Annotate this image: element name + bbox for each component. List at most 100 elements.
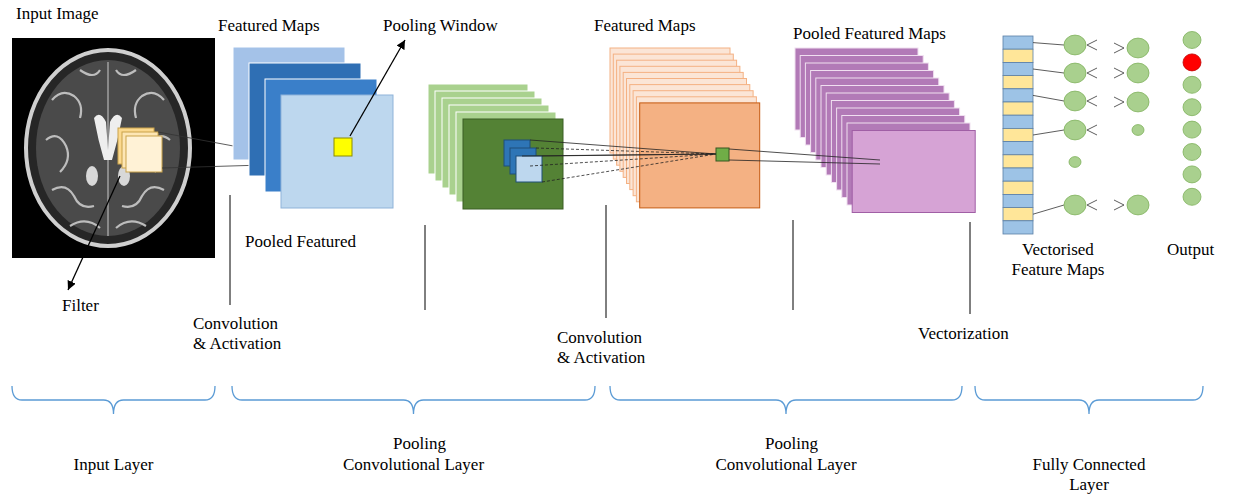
vector-cell bbox=[1003, 36, 1033, 49]
neuron bbox=[1064, 120, 1086, 140]
fan-out-mark bbox=[1087, 96, 1097, 106]
section-brace bbox=[232, 386, 595, 414]
connection-line bbox=[1033, 69, 1064, 73]
leader-arrow bbox=[68, 176, 120, 290]
pooled-map-stack bbox=[428, 84, 563, 209]
brain-gyrus bbox=[52, 187, 94, 207]
neuron bbox=[1127, 63, 1149, 83]
vector-cell bbox=[1003, 49, 1033, 62]
vector-cell bbox=[1003, 128, 1033, 141]
vector-cell bbox=[1003, 89, 1033, 102]
output-neuron bbox=[1183, 188, 1201, 205]
output-neuron bbox=[1183, 32, 1201, 49]
fan-out-mark bbox=[1087, 125, 1097, 135]
brain-ventricle bbox=[86, 166, 98, 186]
output-label: Output bbox=[1167, 240, 1214, 260]
neuron bbox=[1069, 157, 1081, 168]
output-neuron-active bbox=[1183, 54, 1201, 71]
front-map bbox=[852, 131, 975, 213]
neuron bbox=[1127, 195, 1149, 215]
brain-gyrus bbox=[122, 187, 164, 207]
callout-label: Filter bbox=[62, 296, 99, 316]
fan-in-mark bbox=[1114, 43, 1124, 53]
projection-line bbox=[536, 148, 716, 154]
vector-cell bbox=[1003, 115, 1033, 128]
stage-separator bbox=[970, 222, 971, 314]
vector-cell bbox=[1003, 155, 1033, 168]
image-background bbox=[12, 38, 215, 258]
map-label: Vectorised Feature Maps bbox=[1008, 240, 1108, 279]
fan-in-mark bbox=[1114, 200, 1124, 210]
vector-cell bbox=[1003, 221, 1033, 234]
fan-out-mark bbox=[1087, 40, 1097, 50]
neuron bbox=[1064, 35, 1086, 55]
section-brace bbox=[975, 386, 1203, 414]
connection-line bbox=[1033, 43, 1064, 45]
vector-cell bbox=[1003, 208, 1033, 221]
feature-map-stack bbox=[610, 48, 760, 208]
brain-gyrus bbox=[46, 136, 68, 172]
filter-square bbox=[126, 136, 162, 172]
vector-cell bbox=[1003, 62, 1033, 75]
projection-line bbox=[729, 160, 880, 164]
front-map bbox=[281, 95, 393, 208]
brain-gyrus bbox=[70, 221, 100, 228]
map-label: Pooled Featured bbox=[245, 232, 356, 252]
stage-separator bbox=[230, 195, 231, 305]
map-label: Pooled Featured Maps bbox=[793, 24, 946, 44]
output-neuron bbox=[1183, 99, 1201, 116]
connection-line bbox=[1033, 205, 1064, 214]
fan-out-mark bbox=[1087, 200, 1097, 210]
neuron bbox=[1132, 125, 1144, 136]
brain-gyrus bbox=[80, 70, 100, 75]
skull-outline bbox=[26, 50, 190, 246]
fan-in-mark bbox=[1114, 97, 1124, 107]
map-label: Featured Maps bbox=[218, 16, 320, 36]
vector-cell bbox=[1003, 142, 1033, 155]
projection-line bbox=[530, 140, 716, 154]
output-neuron bbox=[1183, 76, 1201, 93]
layer-label: Convolutional Layer bbox=[715, 455, 856, 475]
input-image bbox=[12, 38, 215, 258]
brain-gyrus bbox=[116, 70, 136, 75]
stage-separator bbox=[606, 205, 607, 318]
brain-tissue bbox=[36, 60, 180, 236]
step-label: Convolution & Activation bbox=[557, 328, 653, 367]
neuron bbox=[1064, 91, 1086, 111]
layer-label: Input Layer bbox=[74, 455, 154, 475]
projection-line bbox=[522, 154, 716, 156]
vector-cell bbox=[1003, 102, 1033, 115]
feature-map-stack bbox=[233, 47, 393, 208]
layer-label: Convolutional Layer bbox=[343, 455, 484, 475]
vector-cell bbox=[1003, 168, 1033, 181]
map-label: Featured Maps bbox=[594, 16, 696, 36]
neuron bbox=[1127, 92, 1149, 112]
vector-cell bbox=[1003, 194, 1033, 207]
connection-line bbox=[1033, 95, 1064, 101]
output-neuron bbox=[1183, 166, 1201, 183]
vector-cell bbox=[1003, 181, 1033, 194]
fully-connected-part bbox=[1003, 32, 1201, 235]
step-label: Convolution & Activation bbox=[193, 314, 289, 353]
step-label: Pooling bbox=[393, 434, 446, 454]
leader-arrow bbox=[350, 40, 405, 136]
output-neuron bbox=[1183, 121, 1201, 138]
stage-separator bbox=[425, 225, 426, 310]
step-label: Vectorization bbox=[918, 324, 1009, 344]
layer-label: Fully Connected Layer bbox=[1029, 455, 1149, 494]
brain-gyrus bbox=[52, 93, 81, 118]
fan-out-mark bbox=[1087, 68, 1097, 78]
image-title: Input Image bbox=[16, 4, 99, 24]
projection-line bbox=[542, 154, 716, 182]
fan-in-mark bbox=[1114, 68, 1124, 78]
pooling-window bbox=[334, 138, 352, 156]
connection-line bbox=[1033, 130, 1064, 135]
kernel-square bbox=[516, 156, 542, 182]
vector-cell bbox=[1003, 76, 1033, 89]
neuron bbox=[1127, 38, 1149, 58]
neuron bbox=[1064, 195, 1086, 215]
projection-line bbox=[729, 149, 880, 160]
pooling-window bbox=[716, 148, 729, 161]
neuron bbox=[1064, 63, 1086, 83]
